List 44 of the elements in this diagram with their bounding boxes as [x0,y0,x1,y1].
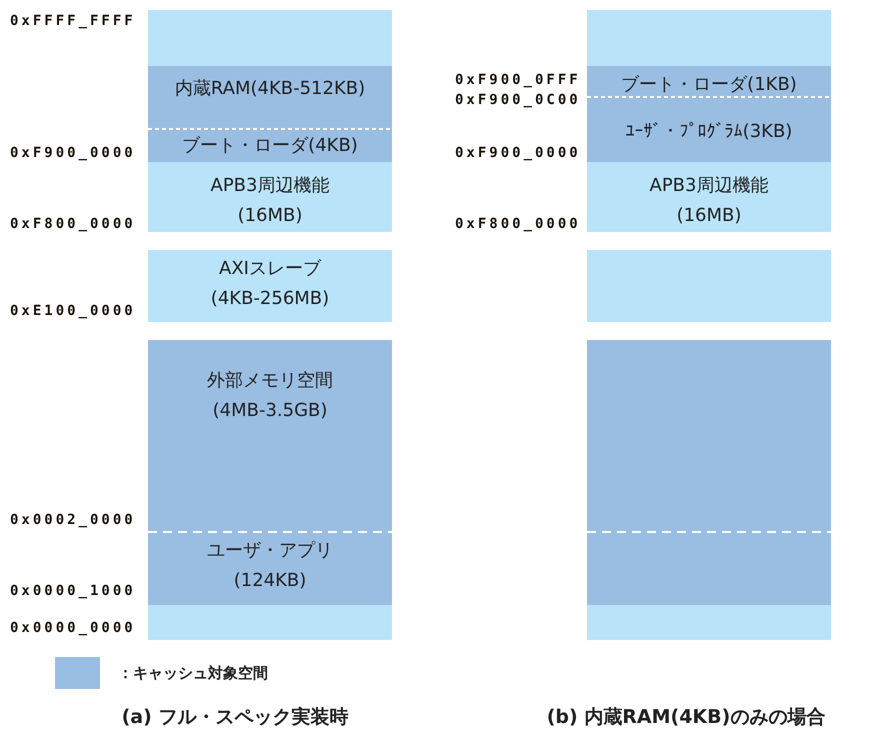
region-label: 内蔵RAM(4KB-512KB) [174,77,366,101]
region-label: (124KB) [234,569,306,593]
region-label: (16MB) [676,204,742,228]
memory-region [148,66,392,129]
memory-region [148,605,392,640]
address-label: 0xF900_0000 [455,145,581,161]
memory-region [587,97,831,162]
region-label: (4MB-3.5GB) [212,399,328,423]
memory-region [587,340,831,532]
address-label: 0x0002_0000 [10,512,136,528]
memory-region [148,162,392,232]
region-label: ブート・ローダ(4KB) [182,134,358,158]
address-label: 0xF800_0000 [10,216,136,232]
memory-region [148,129,392,162]
memory-region [587,605,831,640]
memory-region [587,10,831,66]
region-label: APB3周辺機能 [650,174,768,198]
region-label: ユーザ・アプリ [207,539,333,563]
memory-region [148,532,392,605]
address-label: 0xE100_0000 [10,303,136,319]
region-label: (16MB) [238,204,302,228]
subfigure-caption: (b) 内蔵RAM(4KB)のみの場合 [546,705,826,729]
region-label: 外部メモリ空間 [207,369,333,393]
memory-region [148,340,392,532]
subfigure-caption: (a) フル・スペック実装時 [122,705,348,729]
memory-region [148,10,392,66]
address-label: 0xF800_0000 [455,216,581,232]
region-label: ﾕｰｻﾞ・ﾌﾟﾛｸﾞﾗﾑ(3KB) [626,122,792,142]
region-label: ブート・ローダ(1KB) [621,75,797,95]
memory-region [587,532,831,605]
region-label: (4KB-256MB) [210,287,330,311]
address-label: 0xF900_0000 [10,145,136,161]
memory-region [587,250,831,322]
address-label: 0xF900_0C00 [455,92,581,108]
address-label: 0x0000_0000 [10,620,136,636]
memory-region [587,66,831,97]
memory-region [587,162,831,232]
region-label: APB3周辺機能 [210,174,330,198]
legend-label: ：キャッシュ対象空間 [118,664,268,682]
address-label: 0xF900_0FFF [455,72,581,88]
memory-region [148,250,392,322]
address-label: 0x0000_1000 [10,583,136,599]
region-label: AXIスレーブ [219,257,321,281]
address-label: 0xFFFF_FFFF [10,13,136,29]
